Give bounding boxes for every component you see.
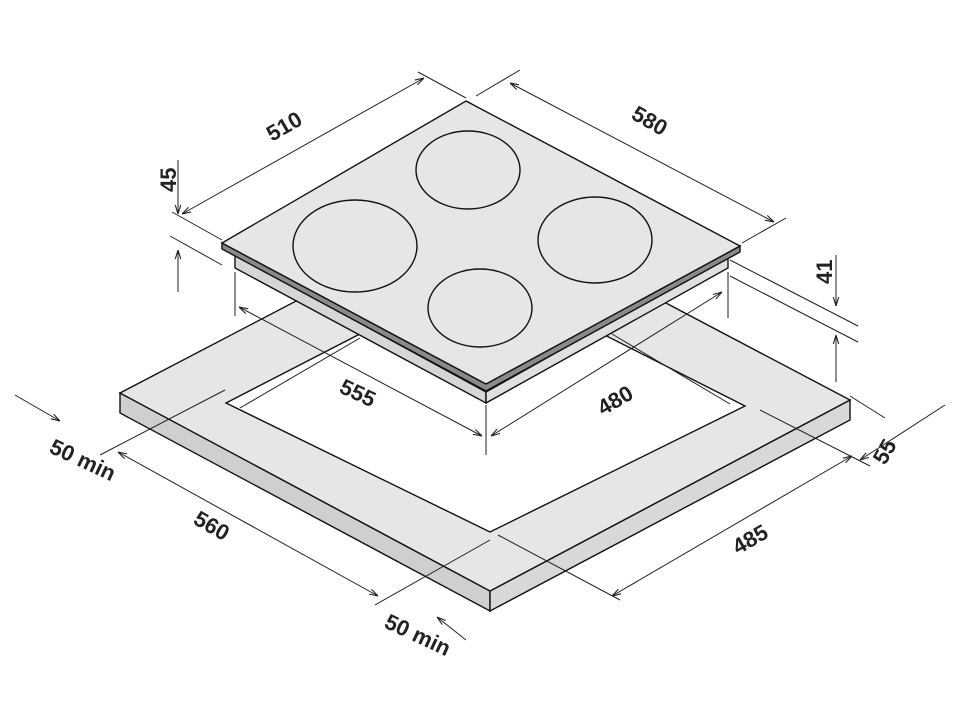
- dimension-lines: [14, 69, 946, 641]
- dim-cutout-width: 555: [336, 374, 380, 412]
- dim-min-left-clearance: 50 min: [46, 434, 120, 486]
- dim-body-height: 41: [812, 260, 837, 284]
- dim-min-front-clearance: 50 min: [381, 609, 455, 661]
- dim-hob-width: 510: [262, 106, 306, 146]
- dim-hob-depth: 580: [628, 101, 672, 141]
- dim-counter-thickness: 55: [868, 435, 902, 469]
- dim-counter-depth: 485: [728, 519, 772, 559]
- countertop-front-left-face: [119, 391, 491, 613]
- dim-cutout-depth: 480: [593, 380, 637, 420]
- dim-counter-width: 560: [190, 506, 234, 546]
- dim-hob-height: 45: [156, 168, 181, 192]
